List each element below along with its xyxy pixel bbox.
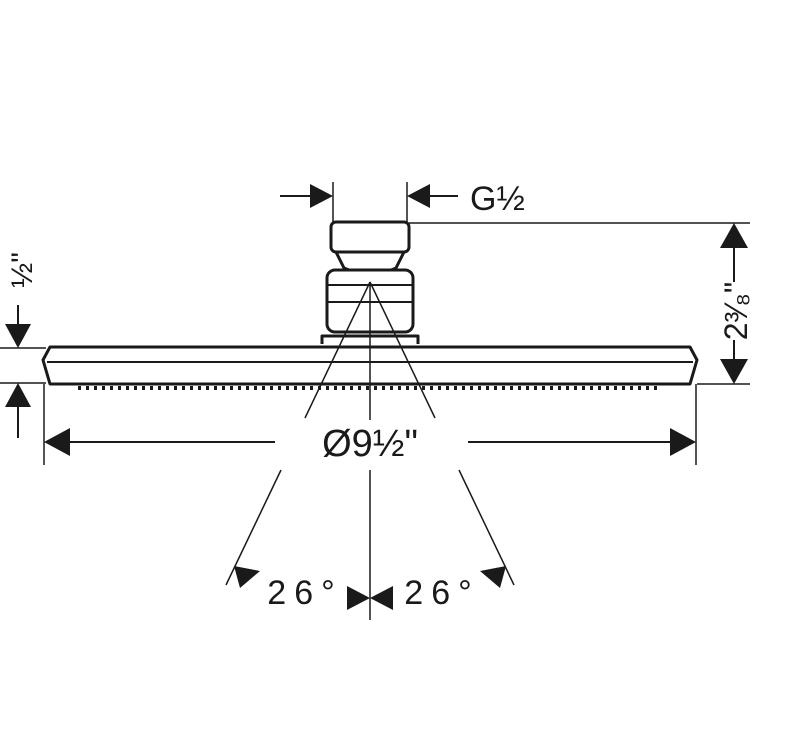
thread-dimension: G½ bbox=[280, 180, 525, 222]
height-arrow-top bbox=[720, 223, 748, 248]
angle-dimension: 26° 26° bbox=[234, 566, 506, 612]
diameter-label: Ø9½" bbox=[322, 423, 418, 465]
thickness-arrow-top bbox=[5, 324, 31, 348]
angle-arrow-center-right bbox=[370, 586, 393, 610]
spray-line-left-lower bbox=[225, 469, 282, 586]
connector-cap bbox=[329, 220, 411, 254]
thread-arrow-right bbox=[407, 184, 430, 208]
spray-line-right-lower bbox=[458, 469, 515, 586]
plate-thickness-dimension: ½" bbox=[0, 252, 46, 438]
thread-arrow-left bbox=[310, 184, 333, 208]
height-dimension: 2³⁄₈" bbox=[409, 222, 754, 385]
diameter-dimension: Ø9½" bbox=[43, 384, 697, 465]
diameter-arrow-right bbox=[670, 428, 696, 456]
diameter-arrow-left bbox=[44, 428, 70, 456]
angle-arrow-right-outer bbox=[480, 566, 506, 588]
height-label: 2³⁄₈" bbox=[718, 282, 754, 340]
thickness-label: ½" bbox=[6, 252, 39, 288]
spray-line-left-upper bbox=[304, 281, 371, 419]
spray-angle-lines bbox=[225, 281, 515, 620]
thread-label: G½ bbox=[470, 180, 525, 218]
spray-line-right-upper bbox=[369, 281, 436, 419]
height-arrow-bottom bbox=[720, 359, 748, 384]
angle-label-right: 26° bbox=[404, 574, 479, 612]
angle-arrow-left-outer bbox=[234, 566, 260, 588]
thickness-arrow-bottom bbox=[5, 383, 31, 407]
angle-label-left: 26° bbox=[267, 574, 342, 612]
angle-arrow-center-left bbox=[347, 586, 370, 610]
